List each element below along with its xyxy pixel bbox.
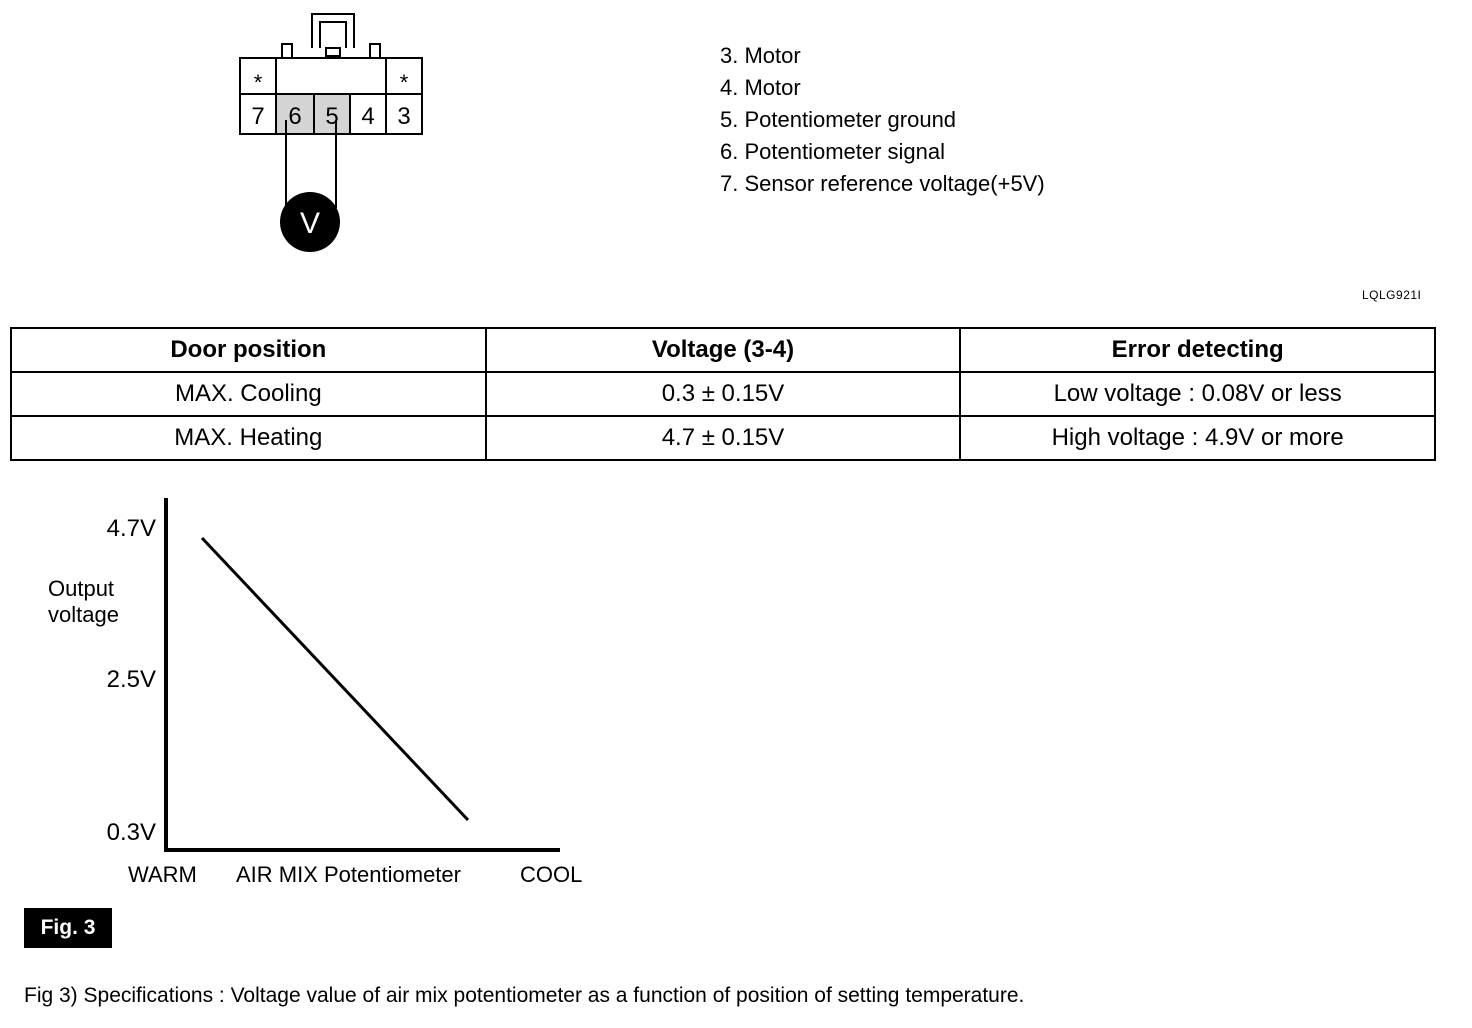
x-label-cool: COOL xyxy=(520,862,582,887)
cell-voltage: 0.3 ± 0.15V xyxy=(484,371,962,417)
header-error-detecting: Error detecting xyxy=(959,327,1436,373)
cell-door-position: MAX. Cooling xyxy=(10,371,487,417)
figure-label: Fig. 3 xyxy=(24,908,112,948)
voltage-graph: 4.7V 2.5V 0.3V Output voltage WARM AIR M… xyxy=(48,498,582,887)
table-header-row: Door position Voltage (3-4) Error detect… xyxy=(10,327,1436,373)
voltmeter-symbol: V xyxy=(300,207,320,240)
pin-marker-right: * xyxy=(400,70,409,95)
header-door-position: Door position xyxy=(10,327,487,373)
diagram-code: LQLG921I xyxy=(1362,288,1422,302)
spec-table: Door position Voltage (3-4) Error detect… xyxy=(10,327,1436,461)
pin-legend-item: 6. Potentiometer signal xyxy=(720,139,946,164)
y-tick-label: 0.3V xyxy=(107,819,156,846)
pin-label-6: 6 xyxy=(288,103,301,130)
y-axis-label-line2: voltage xyxy=(48,602,119,627)
y-tick-label: 4.7V xyxy=(107,515,156,542)
x-label-warm: WARM xyxy=(128,862,197,887)
y-tick-label: 2.5V xyxy=(107,666,156,693)
table-row: MAX. Cooling 0.3 ± 0.15V Low voltage : 0… xyxy=(10,371,1436,417)
pin-legend-item: 3. Motor xyxy=(720,43,801,68)
figure-caption: Fig 3) Specifications : Voltage value of… xyxy=(24,984,1025,1007)
cell-error-detecting: High voltage : 4.9V or more xyxy=(959,415,1436,461)
x-axis-title: AIR MIX Potentiometer xyxy=(236,862,461,887)
pin-legend-item: 4. Motor xyxy=(720,75,801,100)
voltmeter-icon xyxy=(280,192,340,252)
pin-label-7: 7 xyxy=(251,103,264,130)
cell-error-detecting: Low voltage : 0.08V or less xyxy=(959,371,1436,417)
header-voltage: Voltage (3-4) xyxy=(484,327,962,373)
pin-label-3: 3 xyxy=(397,103,410,130)
pin-label-4: 4 xyxy=(361,103,374,130)
cell-door-position: MAX. Heating xyxy=(10,415,487,461)
pin-legend: 3. Motor 4. Motor 5. Potentiometer groun… xyxy=(720,40,1045,200)
cell-voltage: 4.7 ± 0.15V xyxy=(484,415,962,461)
series-line xyxy=(200,536,470,822)
y-axis-label-line1: Output xyxy=(48,576,114,601)
pin-marker-left: * xyxy=(254,70,263,95)
connector-diagram: * * 7 6 5 4 3 V xyxy=(239,13,423,252)
table-row: MAX. Heating 4.7 ± 0.15V High voltage : … xyxy=(10,415,1436,461)
pin-legend-item: 7. Sensor reference voltage(+5V) xyxy=(720,171,1045,196)
pin-legend-item: 5. Potentiometer ground xyxy=(720,107,957,132)
